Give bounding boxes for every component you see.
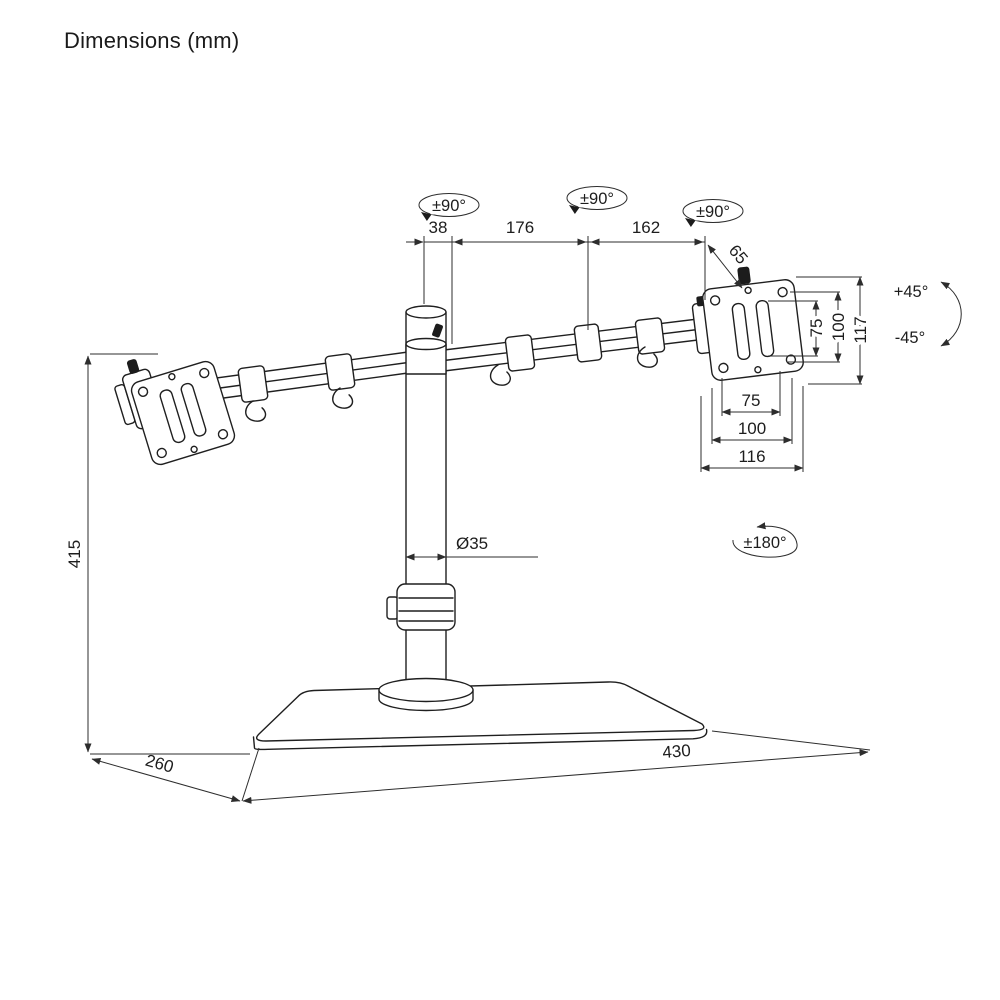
- tilt-knob: [737, 266, 751, 285]
- left-vesa-assembly: [114, 359, 236, 466]
- dim-162-label: 162: [632, 218, 660, 237]
- pole-base-hub: [378, 677, 474, 712]
- dim-base-depth-label: 260: [143, 751, 176, 777]
- base-plate: [252, 681, 708, 751]
- under-plate-dimensions: 75 100 116: [700, 371, 804, 472]
- page-title: Dimensions (mm): [64, 28, 240, 53]
- tilt-knob: [126, 359, 140, 374]
- cable-clip: [243, 398, 268, 424]
- top-dimension-chain: 38 176 162 65: [406, 218, 752, 344]
- dim-height-label: 415: [65, 540, 84, 568]
- dim-vesa-h100-label: 100: [738, 419, 766, 438]
- mid-joint-swivel-label: ±90°: [580, 190, 614, 208]
- tilt-indicator: +45° -45°: [894, 281, 962, 347]
- height-dimension: 415: [65, 353, 250, 755]
- dim-vesa-v100-label: 100: [829, 313, 848, 341]
- dim-pole-diameter-label: Ø35: [456, 534, 488, 553]
- rotation-arrowhead-icon: [421, 212, 432, 222]
- cable-clip: [488, 363, 512, 388]
- plate-rotation-indicator: ±180°: [732, 522, 798, 558]
- dim-base-width-label: 430: [662, 741, 692, 762]
- vesa-rotation-label: ±180°: [743, 534, 786, 552]
- dim-plate-width-label: 116: [738, 447, 765, 466]
- arm-sleeves: [237, 317, 666, 403]
- right-side-dimensions: 75 100 117: [768, 276, 873, 385]
- pole-collar: [405, 323, 447, 375]
- pole-swivel-label: ±90°: [432, 197, 466, 215]
- pole-clamp: [386, 583, 456, 631]
- tilt-down-label: -45°: [895, 329, 925, 347]
- end-joint-swivel-label: ±90°: [696, 203, 730, 221]
- dim-vesa-v75-label: 75: [807, 319, 826, 338]
- tension-knob: [432, 323, 443, 338]
- tilt-up-label: +45°: [894, 283, 929, 301]
- pole-diameter-dimension: Ø35: [405, 534, 538, 561]
- right-vesa-plate: [702, 266, 804, 381]
- swivel-rotation-indicators: ±90° ±90° ±90°: [418, 186, 744, 228]
- base-dimensions: 260 430: [91, 730, 871, 804]
- dim-vesa-h75-label: 75: [742, 391, 761, 410]
- left-vesa-plate: [130, 360, 236, 466]
- dim-176-label: 176: [506, 218, 534, 237]
- right-vesa-assembly: [691, 266, 804, 381]
- dim-38-label: 38: [429, 218, 448, 237]
- dim-65-label: 65: [725, 241, 752, 268]
- monitor-stand-drawing: [114, 266, 804, 751]
- rotation-arrowhead-icon: [685, 218, 696, 228]
- dim-plate-height-label: 117: [851, 316, 870, 343]
- rotation-arrowhead-icon: [569, 205, 580, 215]
